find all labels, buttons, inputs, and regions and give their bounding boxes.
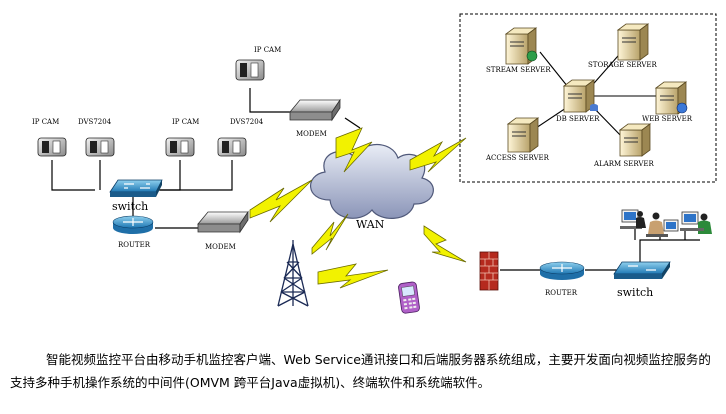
lightning-modem-top-icon <box>335 127 373 173</box>
web-server-icon <box>654 81 688 115</box>
stream-server-icon <box>504 27 538 65</box>
lightning-phone-icon <box>317 263 389 289</box>
modem-bottom-label: MODEM <box>205 243 236 251</box>
dvs-left-icon <box>85 137 115 157</box>
router-right-icon <box>539 261 585 280</box>
lightning-bolts <box>249 127 467 289</box>
network-architecture-diagram: IP CAM DVS7204 IP CAM DVS7204 IP CAM swi… <box>32 13 717 314</box>
router-left-icon <box>112 215 154 234</box>
mobile-phone-icon <box>398 281 420 314</box>
lightning-firewall-icon <box>423 225 467 263</box>
ip-camera-left-label: IP CAM <box>32 118 59 126</box>
ip-camera-mid-icon <box>165 137 195 157</box>
lightning-tower-icon <box>311 213 349 255</box>
switch-right-label: switch <box>617 286 653 299</box>
stream-server-label: STREAM SERVER <box>486 66 551 74</box>
alarm-server-label: ALARM SERVER <box>593 160 655 168</box>
access-server-icon <box>506 117 540 153</box>
modem-bottom-icon <box>197 210 249 234</box>
radio-tower-icon <box>277 240 309 307</box>
dvs-mid-label: DVS7204 <box>230 118 264 126</box>
lightning-modem-left-icon <box>249 179 313 223</box>
db-server-label: DB SERVER <box>556 115 600 123</box>
connection-lines <box>51 88 700 271</box>
modem-top-label: MODEM <box>296 130 327 138</box>
ip-camera-left-icon <box>37 137 67 157</box>
router-right-label: ROUTER <box>545 289 578 297</box>
web-server-label: WEB SERVER <box>642 115 693 123</box>
dvs-left-label: DVS7204 <box>78 118 112 126</box>
switch-left-label: switch <box>112 200 148 213</box>
storage-server-icon <box>616 23 650 61</box>
caption-text: 智能视频监控平台由移动手机监控客户端、Web Service通讯接口和后端服务器… <box>10 352 711 390</box>
firewall-icon <box>479 251 499 291</box>
alarm-server-icon <box>618 123 652 157</box>
switch-right-icon <box>613 261 671 279</box>
router-left-label: ROUTER <box>118 241 151 249</box>
ip-camera-top-label: IP CAM <box>254 46 281 54</box>
lightning-servers-icon <box>409 137 467 173</box>
pc-users-icon <box>620 209 712 237</box>
switch-left-icon <box>109 179 163 197</box>
server-cluster-boundary <box>459 13 717 183</box>
db-server-icon <box>562 79 598 113</box>
dvs-mid-icon <box>217 137 247 157</box>
ip-camera-top-icon <box>235 59 265 81</box>
modem-top-icon <box>289 98 341 122</box>
access-server-label: ACCESS SERVER <box>485 154 550 162</box>
wan-cloud-icon <box>310 144 434 219</box>
wan-label: WAN <box>356 218 385 231</box>
storage-server-label: STORAGE SERVER <box>588 61 658 69</box>
caption: 智能视频监控平台由移动手机监控客户端、Web Service通讯接口和后端服务器… <box>10 348 718 394</box>
ip-camera-mid-label: IP CAM <box>172 118 199 126</box>
